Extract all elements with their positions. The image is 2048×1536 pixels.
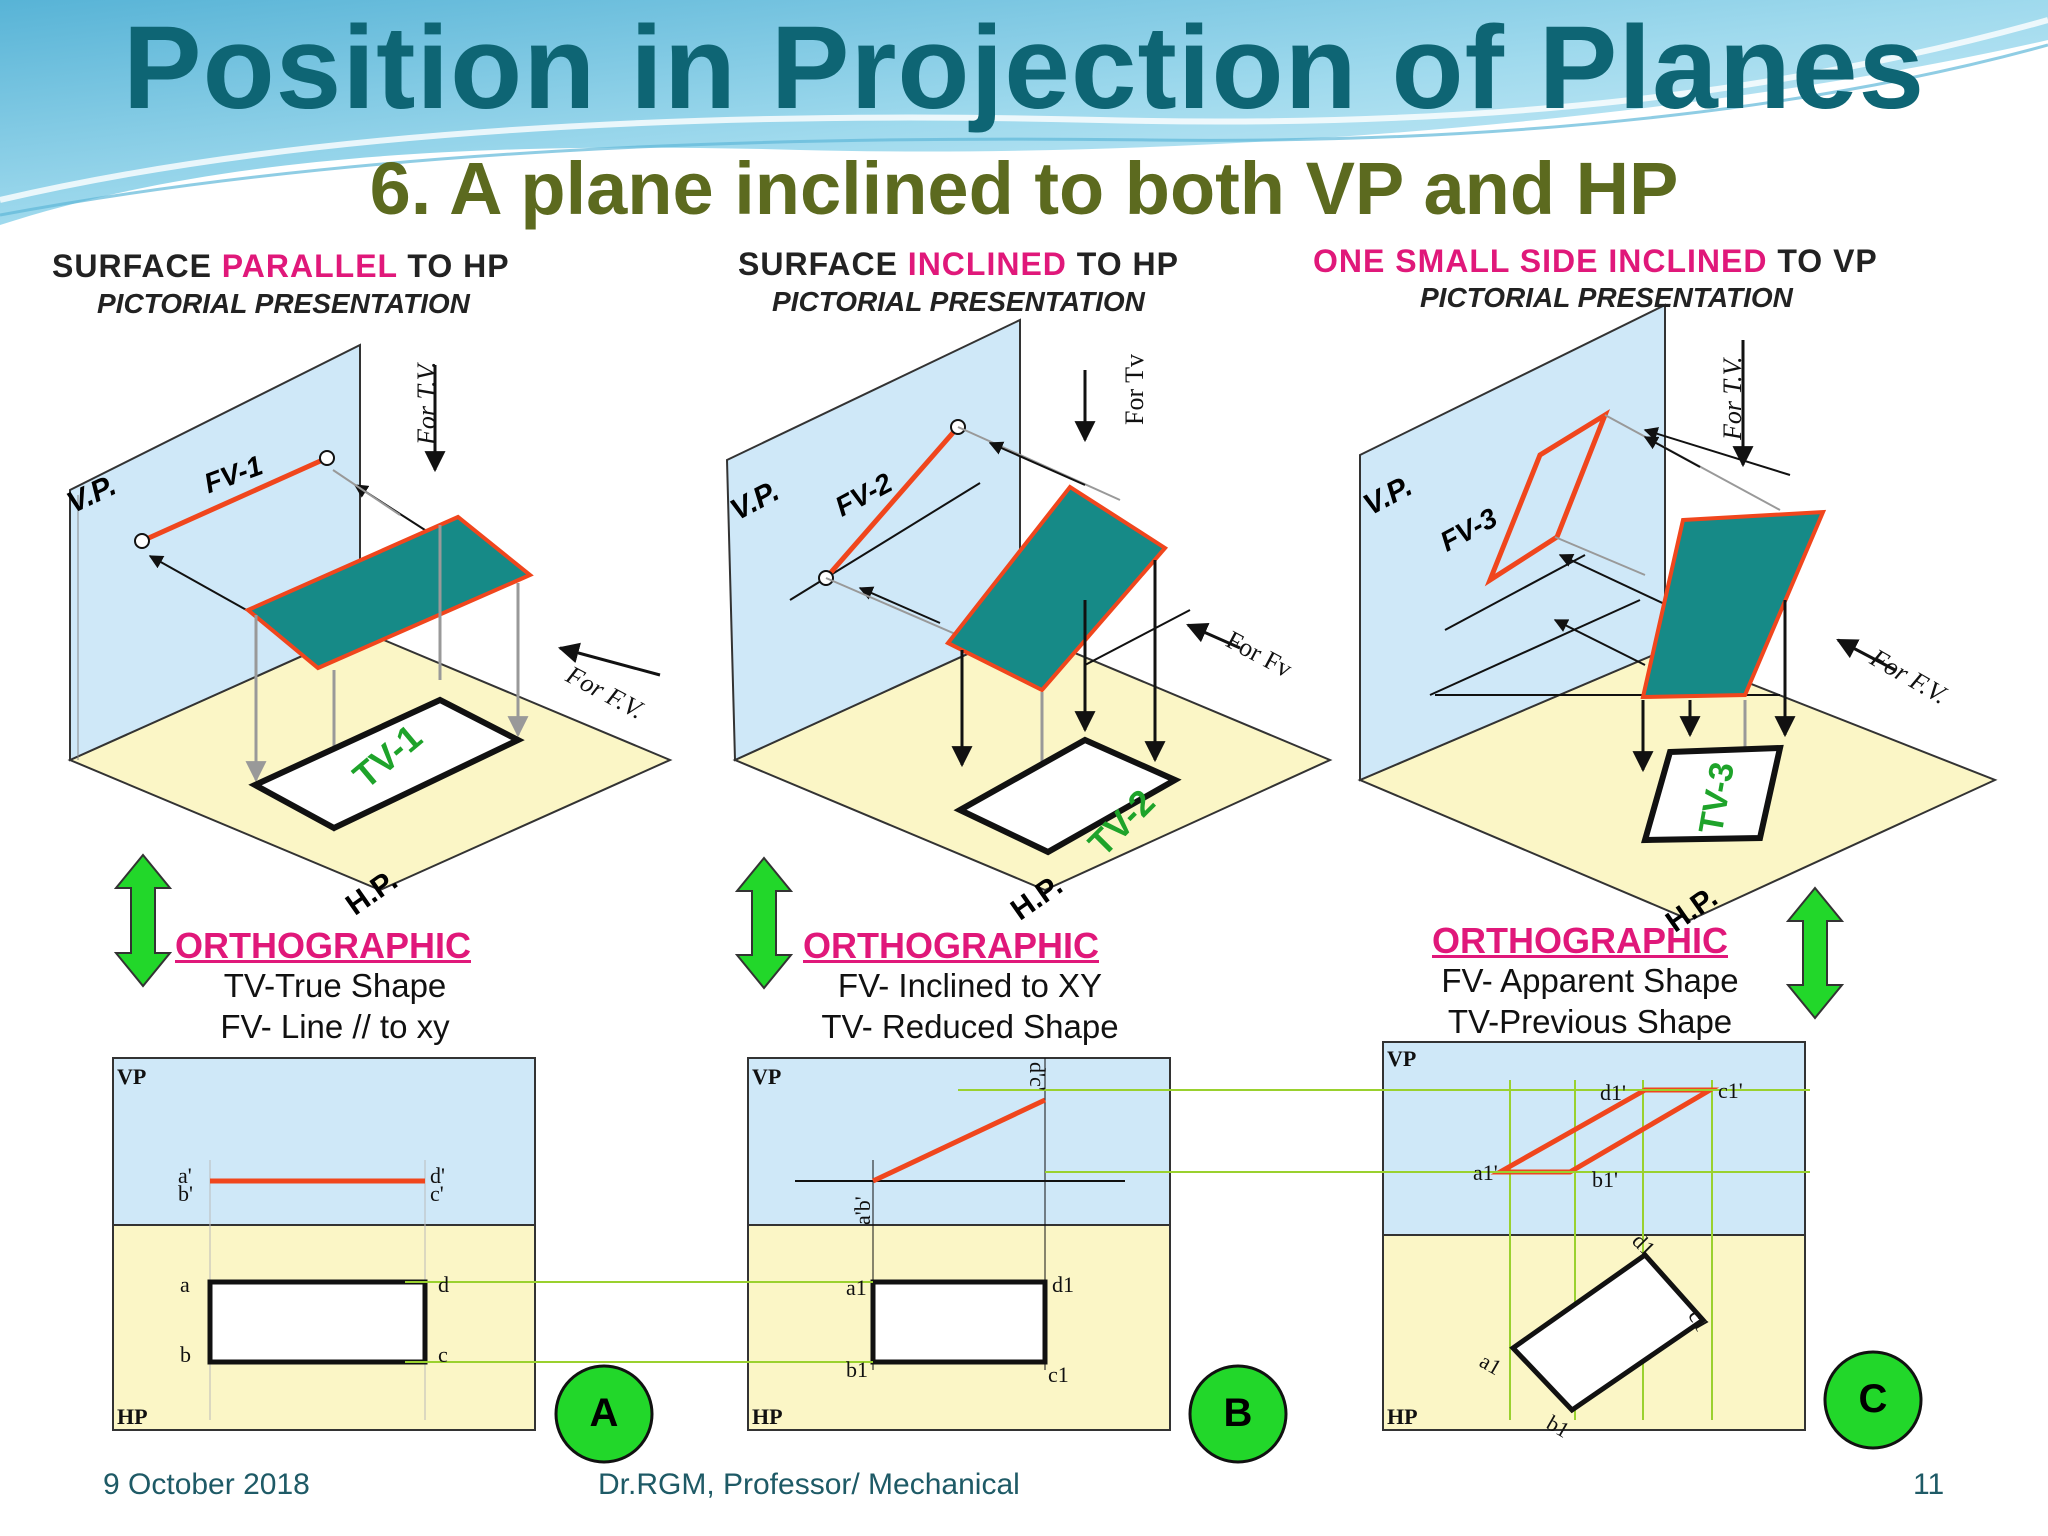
panel-a-caption-sub: PICTORIAL PRESENTATION xyxy=(97,288,470,319)
pt-b1: b1 xyxy=(846,1357,868,1382)
tv3-shape xyxy=(1641,744,1784,844)
panel-b-caption-sub: PICTORIAL PRESENTATION xyxy=(772,286,1145,317)
view-hp-b: HP xyxy=(752,1404,783,1429)
pt-c: c xyxy=(438,1342,448,1367)
plane-b xyxy=(944,484,1169,693)
circle-label-b: B xyxy=(1223,1391,1253,1435)
pt-b1p: b1' xyxy=(1592,1167,1618,1192)
tv1-shape xyxy=(248,696,525,832)
panel-a-caption: SURFACE PARALLEL TO HP xyxy=(52,248,510,284)
fv2-line xyxy=(824,425,960,580)
ortho-line-b1: FV- Inclined to XY xyxy=(837,967,1103,1004)
view-hp-a: HP xyxy=(117,1404,148,1429)
pt-c1p: c1' xyxy=(1718,1078,1743,1103)
footer-page-number: 11 xyxy=(1913,1468,1945,1501)
panel-b-pictorial xyxy=(725,318,1333,892)
plane-a xyxy=(244,514,534,671)
ortho-view-b xyxy=(747,1057,1171,1431)
pt-c1: c1 xyxy=(1048,1362,1069,1387)
footer-author: Dr.RGM, Professor/ Mechanical xyxy=(598,1468,1020,1501)
tv2-shape xyxy=(953,736,1182,856)
view-vp-a: VP xyxy=(117,1064,147,1089)
circle-label-a: A xyxy=(589,1391,619,1435)
pt-b: b xyxy=(180,1342,191,1367)
pt-a-top: a' xyxy=(178,1163,192,1188)
pt-d1p: d1' xyxy=(1600,1080,1626,1105)
pt-d1: d1 xyxy=(1052,1272,1074,1297)
fv1-line xyxy=(140,455,329,544)
pt-d: d xyxy=(438,1272,449,1297)
panel-c-pictorial xyxy=(1357,303,1998,922)
ortho-line-a1: TV-True Shape xyxy=(223,967,447,1004)
for-tv-b: For Tv xyxy=(1120,353,1149,425)
panel-b-caption: SURFACE INCLINED TO HP xyxy=(738,246,1179,282)
circle-label-c: C xyxy=(1858,1377,1888,1421)
circle-a-bg xyxy=(554,1364,654,1464)
pt-a1: a1 xyxy=(846,1275,867,1300)
pt-a1p: a1' xyxy=(1473,1160,1498,1185)
circle-c-bg xyxy=(1823,1350,1923,1450)
panel-c-caption-sub: PICTORIAL PRESENTATION xyxy=(1420,282,1793,313)
page-subtitle: 6. A plane inclined to both VP and HP xyxy=(369,147,1679,230)
plane-c xyxy=(1640,509,1827,700)
panel-a-pictorial xyxy=(67,343,673,892)
ortho-line-a2: FV- Line // to xy xyxy=(220,1008,450,1045)
circle-b-bg xyxy=(1188,1364,1288,1464)
ortho-heading-a: ORTHOGRAPHIC xyxy=(175,925,471,966)
ortho-heading-b: ORTHOGRAPHIC xyxy=(803,925,1099,966)
pt-ab2: a'b' xyxy=(850,1196,875,1225)
view-vp-c: VP xyxy=(1387,1046,1417,1071)
panel-c-caption: ONE SMALL SIDE INCLINED TO VP xyxy=(1313,243,1878,279)
header-wave xyxy=(0,0,2048,225)
view-hp-c: HP xyxy=(1387,1404,1418,1429)
pt-d-top: d' xyxy=(430,1163,445,1188)
footer-date: 9 October 2018 xyxy=(103,1468,310,1501)
pt-dc2: d'c' xyxy=(1025,1062,1050,1091)
ortho-line-c2: TV-Previous Shape xyxy=(1447,1003,1733,1040)
page-title: Position in Projection of Planes xyxy=(122,2,1926,134)
view-vp-b: VP xyxy=(752,1064,782,1089)
for-tv-a: For T.V. xyxy=(412,361,441,445)
green-arrows xyxy=(113,853,1845,1020)
ortho-heading-c: ORTHOGRAPHIC xyxy=(1432,920,1728,961)
pt-b-top: b' xyxy=(178,1181,193,1206)
ortho-line-b2: TV- Reduced Shape xyxy=(821,1008,1119,1045)
for-tv-c: For T.V. xyxy=(1718,356,1747,440)
pt-c-top: c' xyxy=(430,1181,444,1206)
ortho-view-a xyxy=(112,1057,536,1431)
projection-lines xyxy=(405,1089,1810,1363)
pt-a: a xyxy=(180,1272,190,1297)
ortho-line-c1: FV- Apparent Shape xyxy=(1441,962,1739,999)
